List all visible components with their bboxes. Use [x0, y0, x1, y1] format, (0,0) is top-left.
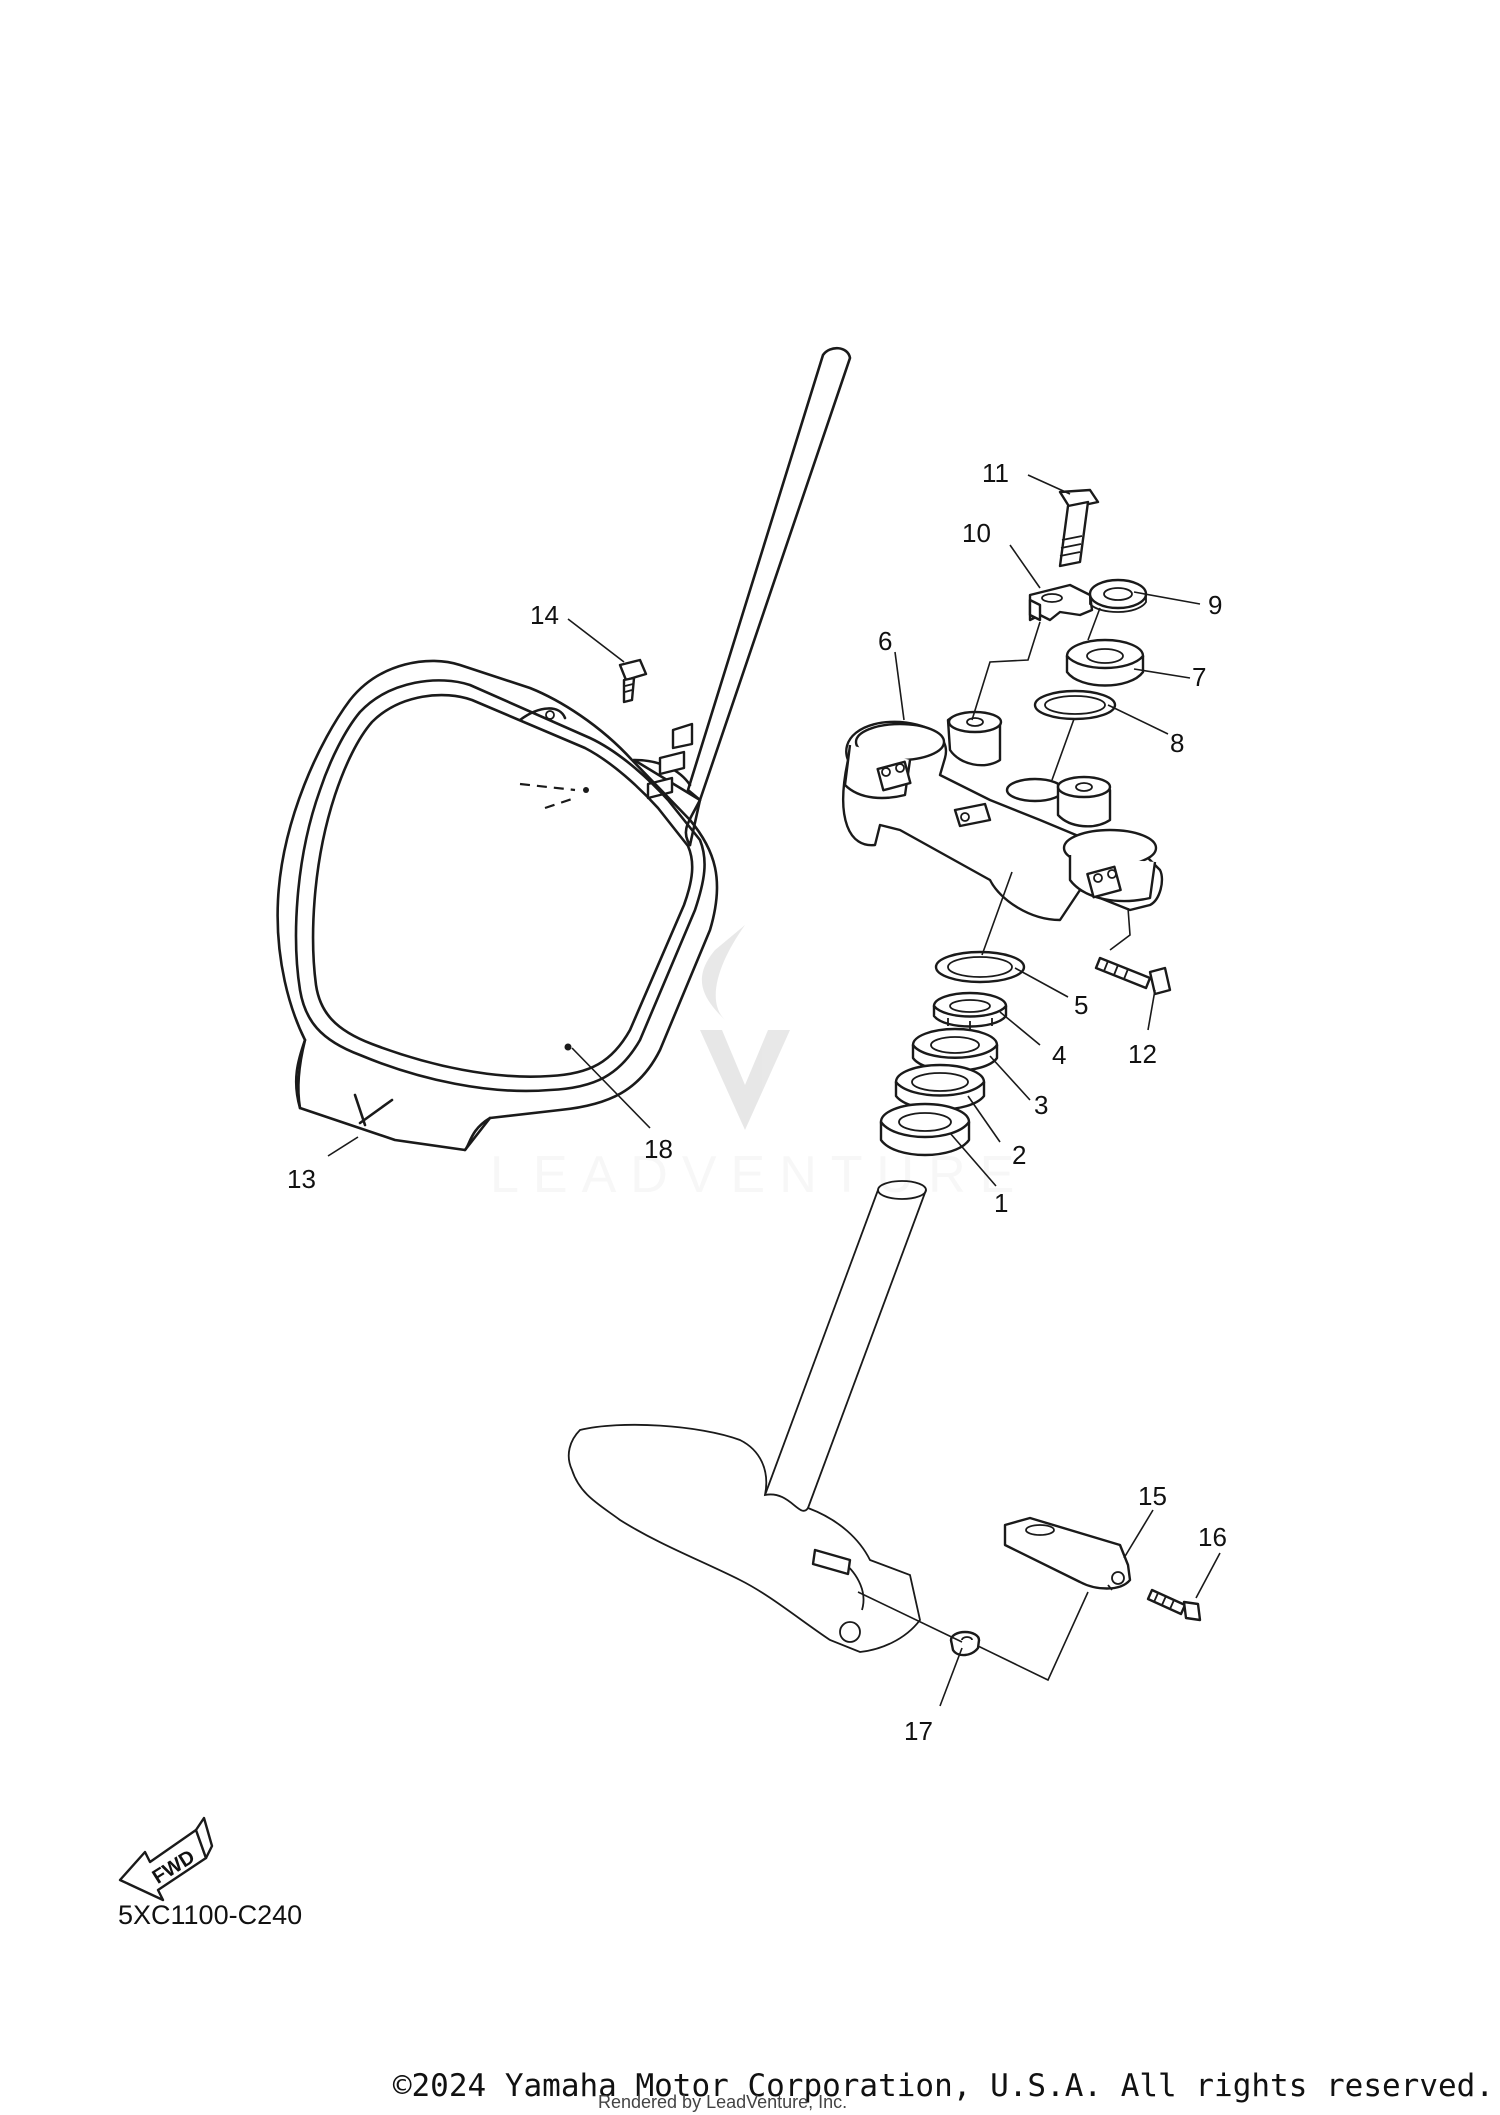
callout-14: 14: [530, 600, 559, 630]
callout-8: 8: [1170, 728, 1184, 758]
handlebar-holder-10: [1028, 583, 1094, 622]
upper-triple-clamp: [842, 710, 1164, 922]
callout-6: 6: [878, 626, 892, 656]
copyright-text: ©2024 Yamaha Motor Corporation, U.S.A. A…: [392, 2068, 1494, 2104]
callout-leaders: [327, 474, 1221, 1707]
bolt-11: [1058, 488, 1100, 568]
callout-18: 18: [644, 1134, 673, 1164]
pinch-bolt-12: [1094, 956, 1172, 996]
callout-3: 3: [1034, 1090, 1048, 1120]
steering-stem: [567, 1180, 927, 1653]
callout-7: 7: [1192, 662, 1206, 692]
callout-1: 1: [994, 1188, 1008, 1218]
callout-12: 12: [1128, 1039, 1157, 1069]
callout-16: 16: [1198, 1522, 1227, 1552]
callout-labels: 1 2 3 4 5 6 7 8 9 10 11 12 13 14 15 16 1…: [287, 458, 1227, 1746]
callout-13: 13: [287, 1164, 316, 1194]
number-plate: [276, 346, 852, 1152]
washer-5: [934, 950, 1026, 984]
washer-9: [1088, 578, 1148, 613]
bolt-14: [618, 658, 648, 704]
callout-15: 15: [1138, 1481, 1167, 1511]
diagram-code: 5XC1100-C240: [118, 1900, 302, 1930]
callout-2: 2: [1012, 1140, 1026, 1170]
bearing-3: [911, 1027, 999, 1072]
hose-guide-15: [1003, 1516, 1132, 1591]
callout-11: 11: [982, 458, 1009, 488]
bolt-16: [1146, 1588, 1202, 1622]
rendered-by-text: Rendered by LeadVenture, Inc.: [598, 2092, 848, 2112]
watermark-text: LEADVENTURE: [490, 1146, 1028, 1204]
callout-4: 4: [1052, 1040, 1066, 1070]
fwd-arrow: FWD: [118, 1816, 214, 1902]
collar-17: [949, 1630, 981, 1657]
ring-nut-4: [932, 991, 1008, 1029]
callout-5: 5: [1074, 990, 1088, 1020]
callout-9: 9: [1208, 590, 1222, 620]
callout-10: 10: [962, 518, 991, 548]
nut-7: [1065, 638, 1145, 687]
washer-8: [1033, 689, 1117, 721]
callout-17: 17: [904, 1716, 933, 1746]
bearing-1: [879, 1102, 971, 1157]
assembly-lines: [857, 607, 1131, 1682]
seal-2: [894, 1063, 986, 1111]
